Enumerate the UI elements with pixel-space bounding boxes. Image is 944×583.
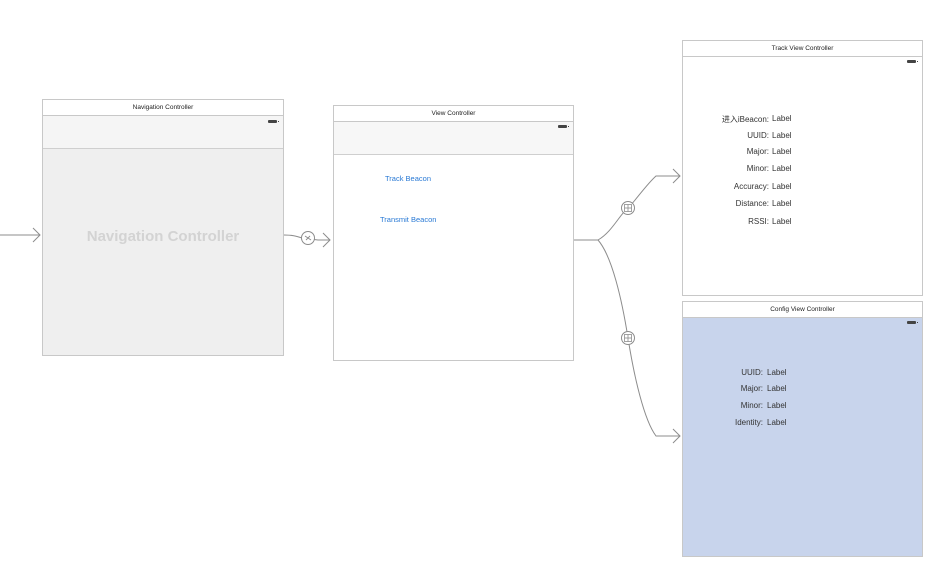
view-controller-scene[interactable]: View Controller Track Beacon Transmit Be… bbox=[333, 105, 574, 361]
scene-title: View Controller bbox=[334, 106, 573, 122]
row-value-label: Label bbox=[772, 131, 792, 140]
scene-title: Navigation Controller bbox=[43, 100, 283, 116]
navigation-bar bbox=[334, 122, 573, 154]
segue-to-config-line bbox=[597, 239, 680, 437]
relationship-segue-arrowhead bbox=[322, 232, 331, 248]
track-beacon-button[interactable]: Track Beacon bbox=[385, 174, 431, 183]
scene-title: Config View Controller bbox=[683, 302, 922, 318]
segue-to-track-arrowhead bbox=[672, 168, 681, 184]
navigation-bar-separator bbox=[334, 154, 573, 155]
navigation-bar bbox=[43, 116, 283, 148]
row-key-minor: Minor: bbox=[740, 401, 763, 410]
row-value-label: Label bbox=[772, 217, 792, 226]
navigation-controller-scene[interactable]: Navigation Controller Navigation Control… bbox=[42, 99, 284, 356]
battery-icon bbox=[907, 321, 918, 324]
root-view-controller-relationship-icon[interactable] bbox=[301, 231, 315, 245]
row-value-label: Label bbox=[767, 418, 787, 427]
row-key-major: Major: bbox=[746, 147, 769, 156]
row-value-label: Label bbox=[767, 368, 787, 377]
transmit-beacon-button[interactable]: Transmit Beacon bbox=[380, 215, 437, 224]
row-key-major: Major: bbox=[740, 384, 763, 393]
push-segue-icon[interactable] bbox=[621, 331, 635, 345]
row-key-identity: Identity: bbox=[734, 418, 763, 427]
navigation-bar-separator bbox=[43, 148, 283, 149]
segue-to-config-arrowhead bbox=[672, 428, 681, 444]
row-value-label: Label bbox=[767, 401, 787, 410]
row-key-minor: Minor: bbox=[746, 164, 769, 173]
push-segue-icon[interactable] bbox=[621, 201, 635, 215]
config-view-controller-scene[interactable]: Config View Controller UUID: Label Major… bbox=[682, 301, 923, 557]
row-key-uuid: UUID: bbox=[741, 368, 763, 377]
battery-icon bbox=[907, 60, 918, 63]
scene-title: Track View Controller bbox=[683, 41, 922, 57]
row-value-label: Label bbox=[772, 182, 792, 191]
row-value-label: Label bbox=[772, 199, 792, 208]
battery-icon bbox=[558, 125, 569, 128]
row-value-label: Label bbox=[772, 114, 792, 123]
battery-icon bbox=[268, 120, 279, 123]
row-key-rssi: RSSI: bbox=[748, 217, 769, 226]
row-value-label: Label bbox=[767, 384, 787, 393]
row-key-enter-ibeacon: 进入iBeacon: bbox=[721, 115, 769, 124]
entry-point-arrowhead bbox=[32, 227, 41, 243]
row-key-accuracy: Accuracy: bbox=[733, 182, 769, 191]
row-key-distance: Distance: bbox=[735, 199, 769, 208]
row-value-label: Label bbox=[772, 147, 792, 156]
navigation-controller-placeholder: Navigation Controller bbox=[86, 228, 240, 245]
row-key-uuid: UUID: bbox=[747, 131, 769, 140]
segue-to-track-line bbox=[597, 175, 680, 241]
row-value-label: Label bbox=[772, 164, 792, 173]
track-view-controller-scene[interactable]: Track View Controller 进入iBeacon: Label U… bbox=[682, 40, 923, 296]
config-scene-background bbox=[683, 318, 922, 556]
